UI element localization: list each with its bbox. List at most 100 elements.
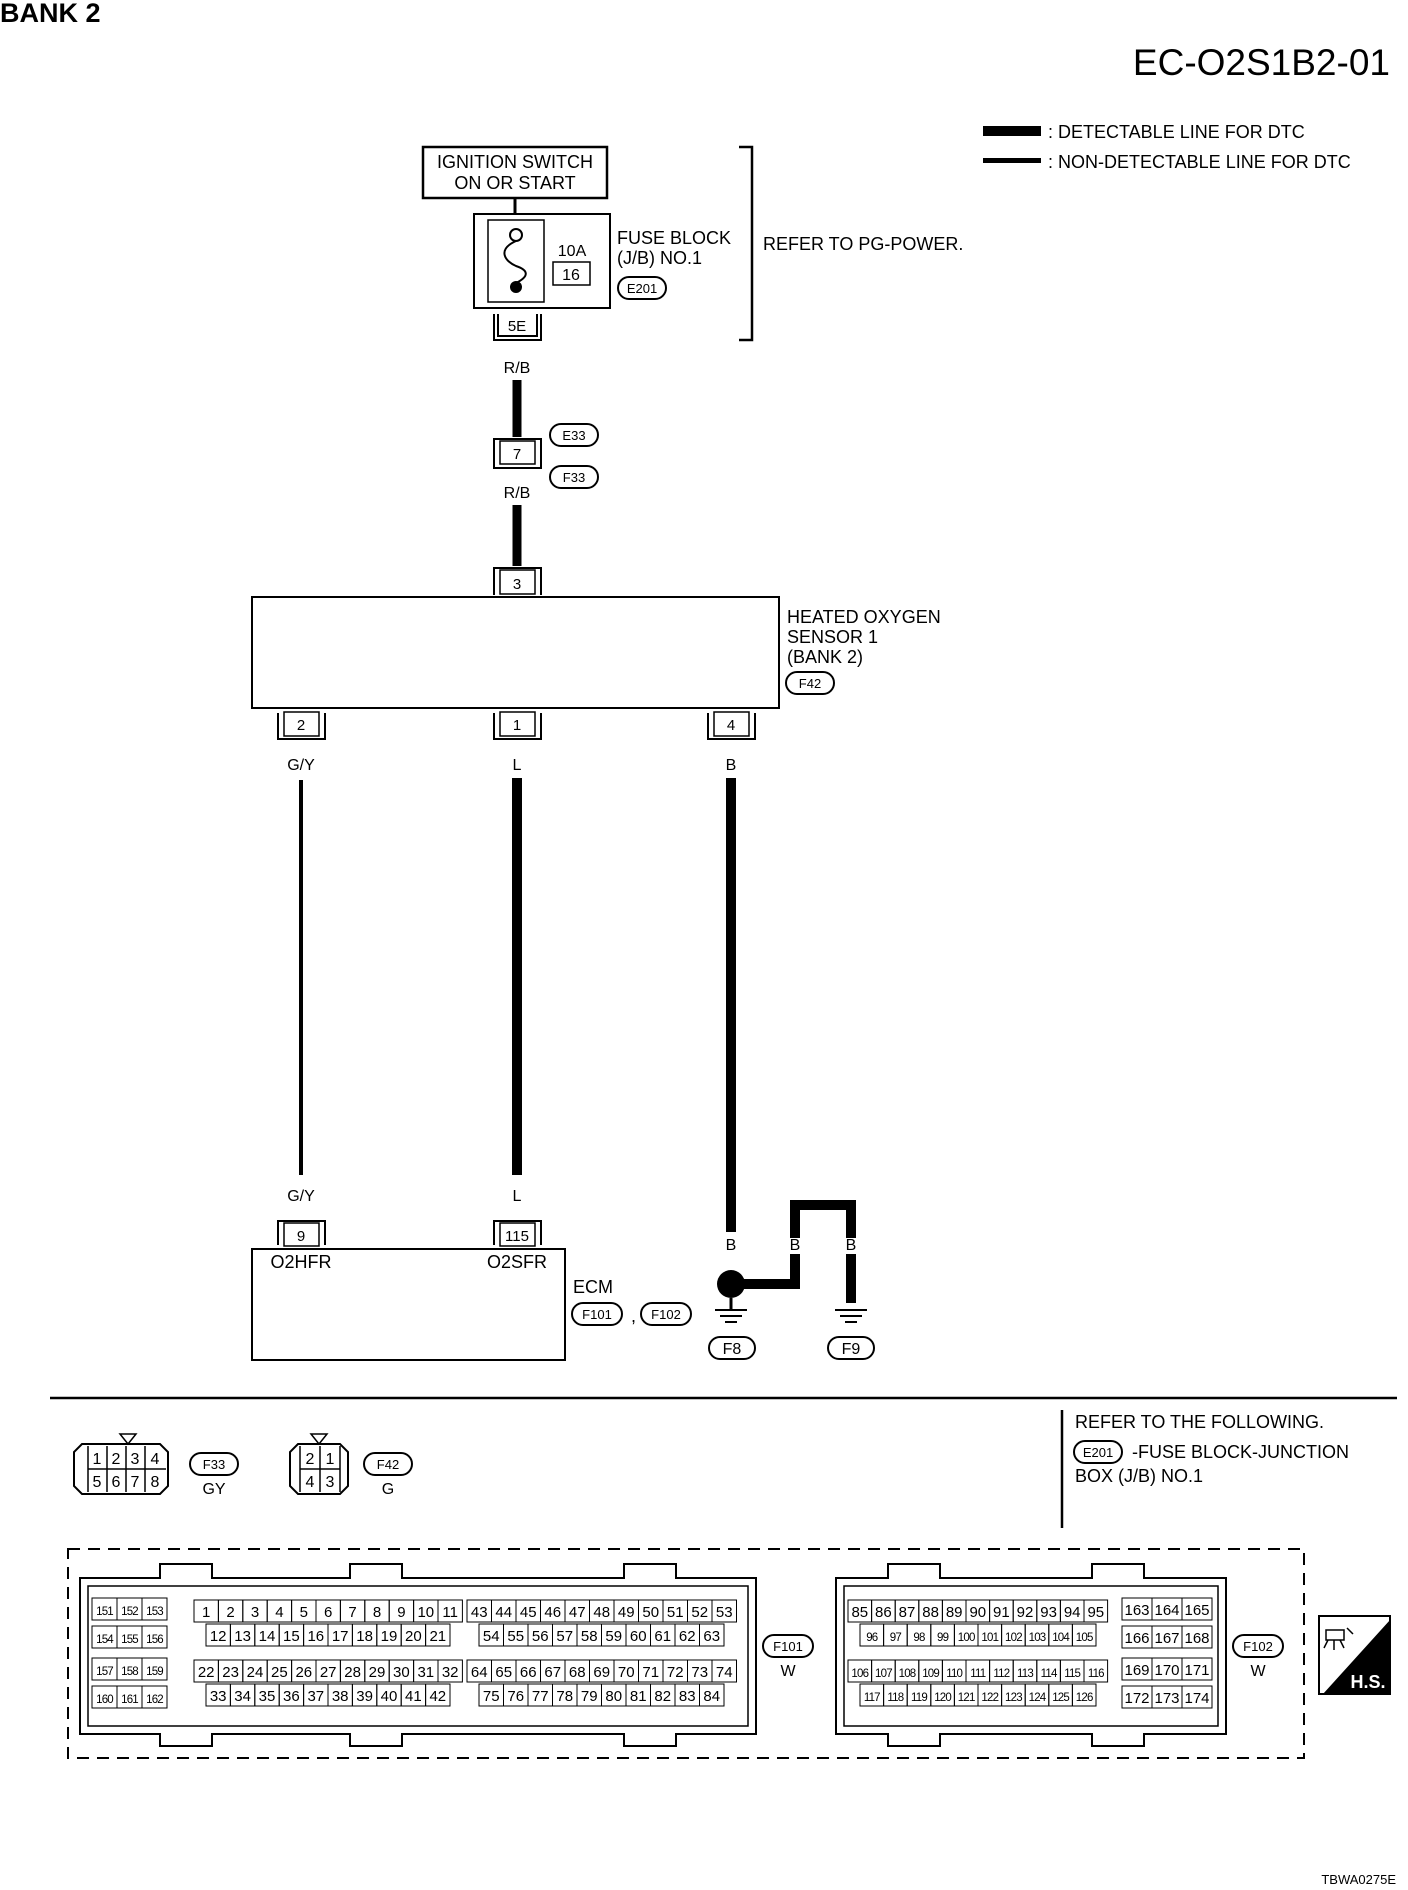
legend-detectable-label: : DETECTABLE LINE FOR DTC [1048, 122, 1305, 142]
ecm-pin-cell [1083, 1659, 1109, 1683]
refer-connector-id: E201 [1083, 1445, 1113, 1460]
ignition-line1: IGNITION SWITCH [437, 152, 593, 172]
f42-pin: 1 [326, 1451, 335, 1468]
ecm-pin-number: 31 [417, 1664, 434, 1681]
wire-color-gy-bottom: G/Y [287, 1188, 315, 1205]
ecm-pin-number: 37 [307, 1688, 324, 1705]
ecm-connector-separator: , [631, 1306, 636, 1326]
sensor-name1: HEATED OXYGEN [787, 607, 941, 627]
ecm-pin-number: 111 [970, 1668, 985, 1680]
ecm-name: ECM [573, 1277, 613, 1297]
ecm-pin-number: 29 [369, 1664, 386, 1681]
ecm-pin-number: 91 [993, 1604, 1010, 1621]
ecm-pin-cell [141, 1625, 168, 1649]
ground-id-f8: F8 [723, 1341, 742, 1358]
wire-color-l-top: L [513, 757, 522, 774]
f33-pin: 6 [112, 1474, 121, 1491]
ecm-pin-number: 55 [507, 1628, 524, 1645]
ecm-pin-number: 122 [981, 1692, 998, 1704]
ecm-pin-number: 85 [851, 1604, 868, 1621]
ecm-pin-number: 97 [890, 1632, 902, 1644]
ecm-pin-number: 120 [934, 1692, 951, 1704]
ecm-connector-badge-f101 [571, 1302, 623, 1326]
f33-lock-icon [118, 1433, 138, 1446]
ecm-label-o2sfr: O2SFR [487, 1252, 547, 1272]
wire-color-rb-upper: R/B [504, 360, 531, 377]
f42-badge [363, 1452, 413, 1476]
ecm-pin-number: 16 [307, 1628, 324, 1645]
f101-id: F101 [773, 1639, 803, 1654]
ground-icon-f8 [715, 1298, 747, 1323]
joint-terminal: 7 [513, 446, 521, 463]
ecm-pin-number: 4 [275, 1604, 283, 1621]
ecm-pin-9: 9 [297, 1228, 305, 1245]
ecm-pin-number: 106 [851, 1668, 868, 1680]
ecm-pin-number: 44 [495, 1604, 512, 1621]
ecm-pin-cell [1181, 1597, 1213, 1621]
fuse-block: 10A 16 FUSE BLOCK (J/B) NO.1 E201 5E [473, 198, 731, 341]
fuse-terminal: 5E [508, 318, 526, 335]
ecm-pin-number: 35 [259, 1688, 276, 1705]
ecm-pin-number: 40 [381, 1688, 398, 1705]
ecm-pin-number: 101 [981, 1632, 998, 1644]
ecm-pin-number: 116 [1088, 1668, 1104, 1680]
ecm-pin-number: 119 [911, 1692, 927, 1704]
ecm-pin-number: 169 [1124, 1662, 1149, 1679]
f42-pin: 3 [326, 1474, 335, 1491]
ecm-pin-number: 8 [373, 1604, 381, 1621]
sensor-connector-id: F42 [799, 676, 821, 691]
ecm-pin-number: 47 [569, 1604, 586, 1621]
f33-pin: 8 [151, 1474, 160, 1491]
ecm-pin-115: 115 [505, 1228, 529, 1245]
ecm-pin-number: 82 [654, 1688, 671, 1705]
ecm-pin-number: 45 [520, 1604, 537, 1621]
ecm-pin-cell [1071, 1623, 1097, 1647]
ecm-pin-number: 168 [1184, 1630, 1209, 1647]
ecm-pin-number: 30 [393, 1664, 410, 1681]
ecm-pin-number: 53 [716, 1604, 733, 1621]
ignition-switch-box: IGNITION SWITCH ON OR START [421, 145, 609, 200]
ecm-pin-number: 163 [1124, 1602, 1149, 1619]
ecm-pin-number: 19 [381, 1628, 398, 1645]
ecm-pin-number: 62 [679, 1628, 696, 1645]
fuse-connector-id: E201 [627, 281, 657, 296]
ecm-pin-number: 108 [899, 1668, 916, 1680]
ecm-pin-cell [425, 1623, 451, 1647]
ecm-pin-number: 14 [259, 1628, 276, 1645]
ecm-pin-number: 12 [210, 1628, 227, 1645]
connector-badge-f33 [549, 465, 599, 489]
ecm-pin-number: 165 [1184, 1602, 1209, 1619]
ecm-pin-cell [711, 1659, 737, 1683]
ecm-pin-number: 60 [630, 1628, 647, 1645]
ecm-pin-cell [1071, 1683, 1097, 1707]
sensor-pin-3: 3 [513, 576, 521, 593]
ecm-pin-number: 48 [593, 1604, 610, 1621]
joint-connector-e33-f33: 7 E33 F33 [493, 423, 599, 489]
ecm-pin-number: 56 [532, 1628, 549, 1645]
f42-color: G [382, 1481, 394, 1498]
legend-thin-swatch [983, 158, 1041, 163]
ecm-pin-number: 78 [556, 1688, 573, 1705]
f42-id: F42 [377, 1457, 399, 1472]
ecm-pin-number: 69 [593, 1664, 610, 1681]
ecm-pin-cell [1181, 1685, 1213, 1709]
f33-color: GY [202, 1481, 225, 1498]
f33-pin: 5 [93, 1474, 102, 1491]
wire-color-b-ground3-label: B [846, 1237, 857, 1254]
fuse-connector-badge [617, 276, 667, 300]
connector-id-e33: E33 [562, 428, 585, 443]
ecm-pin-number: 38 [332, 1688, 349, 1705]
ecm-pin-cell [141, 1657, 168, 1681]
ecm-pin-number: 99 [937, 1632, 949, 1644]
ecm-pin-number: 42 [429, 1688, 446, 1705]
f33-pin: 4 [151, 1451, 160, 1468]
ecm-pin-number: 174 [1184, 1690, 1209, 1707]
f33-badge [189, 1452, 239, 1476]
ecm-pin-number: 6 [324, 1604, 332, 1621]
ecm-pin-number: 94 [1064, 1604, 1081, 1621]
ecm-pin-number: 27 [320, 1664, 337, 1681]
ecm-connector-f101: F101 [582, 1307, 612, 1322]
ecm-pin-number: 167 [1154, 1630, 1179, 1647]
ecm-pin-number: 51 [667, 1604, 684, 1621]
